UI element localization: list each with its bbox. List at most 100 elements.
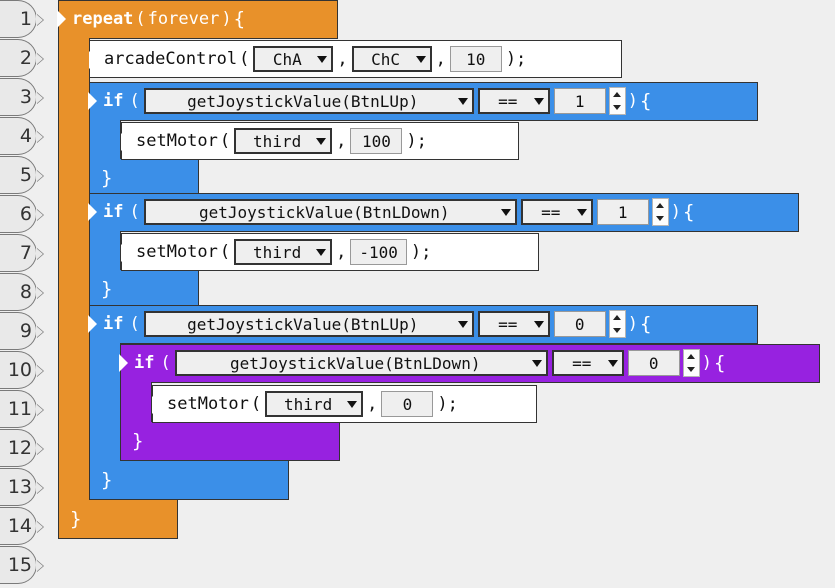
set-motor-open-paren-3: ( bbox=[250, 394, 262, 414]
block-notch-3 bbox=[88, 92, 97, 110]
repeat-arg[interactable]: forever bbox=[147, 9, 220, 29]
line-number-6: 6 bbox=[0, 195, 43, 233]
if-compare-stepper-1[interactable] bbox=[608, 87, 626, 115]
nested-if-header-row[interactable]: if ( getJoystickValue(BtnLDown) == 0 ) { bbox=[119, 344, 725, 382]
if-block-3-close[interactable] bbox=[89, 461, 289, 500]
if-close-paren-2: ) bbox=[670, 202, 681, 222]
repeat-header-row[interactable]: repeat ( forever ) { bbox=[57, 0, 245, 38]
line-number-1: 1 bbox=[0, 0, 43, 38]
set-motor-close-3: ); bbox=[437, 394, 458, 414]
if-compare-stepper-3[interactable] bbox=[608, 310, 626, 338]
if-header-row-2[interactable]: if ( getJoystickValue(BtnLDown) == 1 ) { bbox=[88, 193, 695, 231]
stepper-up-4[interactable] bbox=[684, 350, 699, 363]
line-number-label: 4 bbox=[19, 125, 32, 147]
set-motor-name-2: setMotor bbox=[136, 242, 218, 262]
if-close-brace-row-3: } bbox=[89, 461, 112, 499]
nested-if-open-paren: ( bbox=[160, 353, 171, 373]
if-open-brace-2: { bbox=[682, 201, 695, 223]
if-condition-select-2[interactable]: getJoystickValue(BtnLDown) bbox=[143, 199, 517, 225]
nested-if-block-close[interactable] bbox=[120, 422, 340, 461]
block-notch-6 bbox=[88, 203, 97, 221]
if-header-row-1[interactable]: if ( getJoystickValue(BtnLUp) == 1 ) { bbox=[88, 82, 652, 120]
stepper-up-1[interactable] bbox=[610, 88, 625, 101]
line-number-15: 15 bbox=[0, 546, 43, 584]
if-block-3-spine[interactable] bbox=[89, 343, 121, 462]
if-block-1-close[interactable] bbox=[89, 159, 199, 198]
line-number-11: 11 bbox=[0, 390, 43, 428]
line-number-7: 7 bbox=[0, 234, 43, 272]
stepper-up-3[interactable] bbox=[610, 311, 625, 324]
line-number-nub bbox=[36, 326, 43, 338]
set-motor-power-input-2[interactable]: -100 bbox=[350, 239, 407, 265]
line-number-nub bbox=[36, 443, 43, 455]
stepper-down-1[interactable] bbox=[610, 101, 625, 114]
arcade-control-statement[interactable]: arcadeControl ( ChA , ChC , 10 ); bbox=[89, 40, 622, 78]
line-number-label: 13 bbox=[7, 476, 32, 498]
if-close-brace-2: } bbox=[101, 278, 113, 300]
repeat-close-paren: ) bbox=[221, 9, 232, 29]
if-operator-value-2: == bbox=[541, 202, 561, 222]
set-motor-port-select-2[interactable]: third bbox=[234, 239, 333, 265]
arcade-deadband-input[interactable]: 10 bbox=[449, 46, 502, 72]
block-notch-2 bbox=[89, 51, 98, 69]
if-condition-value-1: getJoystickValue(BtnLUp) bbox=[187, 91, 419, 111]
line-number-nub bbox=[36, 287, 43, 299]
if-operator-select-2[interactable]: == bbox=[520, 199, 593, 225]
nested-if-close-paren: ) bbox=[701, 353, 712, 373]
if-header-row-3[interactable]: if ( getJoystickValue(BtnLUp) == 0 ) { bbox=[88, 305, 652, 343]
set-motor-statement-3[interactable]: setMotor ( third , 0 ); bbox=[152, 385, 537, 423]
set-motor-port-select-1[interactable]: third bbox=[234, 128, 333, 154]
line-number-13: 13 bbox=[0, 468, 43, 506]
stepper-down-2[interactable] bbox=[653, 212, 668, 225]
line-number-nub bbox=[36, 209, 43, 221]
if-condition-value-2: getJoystickValue(BtnLDown) bbox=[199, 202, 450, 222]
nested-if-close-brace-row: } bbox=[120, 422, 143, 460]
if-compare-input-1[interactable]: 1 bbox=[553, 88, 606, 114]
repeat-forever-close-block[interactable] bbox=[58, 500, 178, 539]
if-open-paren-1: ( bbox=[129, 91, 140, 111]
arcade-control-name: arcadeControl bbox=[104, 49, 238, 69]
line-number-label: 15 bbox=[7, 554, 32, 576]
arcade-comma-2: , bbox=[435, 49, 446, 69]
repeat-forever-block[interactable] bbox=[58, 0, 338, 39]
if-compare-input-3[interactable]: 0 bbox=[553, 311, 606, 337]
if-close-paren-1: ) bbox=[627, 91, 638, 111]
arcade-channel-a-select[interactable]: ChA bbox=[253, 46, 334, 72]
if-block-2-spine[interactable] bbox=[89, 231, 121, 271]
stepper-down-3[interactable] bbox=[610, 324, 625, 337]
nested-if-compare-input[interactable]: 0 bbox=[627, 350, 680, 376]
if-operator-select-3[interactable]: == bbox=[477, 311, 550, 337]
nested-if-keyword: if bbox=[134, 353, 155, 373]
nested-if-condition-value: getJoystickValue(BtnLDown) bbox=[230, 353, 481, 373]
repeat-forever-body-spine[interactable] bbox=[58, 38, 90, 501]
if-condition-select-3[interactable]: getJoystickValue(BtnLUp) bbox=[143, 311, 474, 337]
if-compare-input-2[interactable]: 1 bbox=[596, 199, 649, 225]
if-open-brace-3: { bbox=[639, 313, 652, 335]
if-compare-stepper-2[interactable] bbox=[651, 198, 669, 226]
set-motor-port-value-2: third bbox=[253, 242, 302, 262]
nested-if-block-spine[interactable] bbox=[120, 382, 152, 423]
set-motor-power-input-3[interactable]: 0 bbox=[381, 391, 434, 417]
set-motor-power-input-1[interactable]: 100 bbox=[350, 128, 403, 154]
if-block-1-spine[interactable] bbox=[89, 120, 121, 160]
if-close-brace-3: } bbox=[101, 469, 113, 491]
arcade-channel-c-select[interactable]: ChC bbox=[351, 46, 432, 72]
nested-if-condition-select[interactable]: getJoystickValue(BtnLDown) bbox=[174, 350, 548, 376]
stepper-up-2[interactable] bbox=[653, 199, 668, 212]
chevron-down-icon bbox=[316, 137, 327, 145]
if-operator-value-1: == bbox=[498, 91, 518, 111]
set-motor-statement-2[interactable]: setMotor ( third , -100 ); bbox=[121, 233, 539, 271]
repeat-close-brace: } bbox=[70, 508, 82, 530]
line-number-nub bbox=[36, 14, 43, 26]
nested-if-compare-stepper[interactable] bbox=[682, 349, 700, 377]
if-operator-select-1[interactable]: == bbox=[477, 88, 550, 114]
set-motor-port-select-3[interactable]: third bbox=[265, 391, 364, 417]
set-motor-comma-3: , bbox=[367, 394, 378, 414]
nested-if-operator-select[interactable]: == bbox=[551, 350, 624, 376]
if-condition-select-1[interactable]: getJoystickValue(BtnLUp) bbox=[143, 88, 474, 114]
if-open-brace-1: { bbox=[639, 90, 652, 112]
set-motor-statement-1[interactable]: setMotor ( third , 100 ); bbox=[121, 122, 519, 160]
line-number-label: 6 bbox=[19, 203, 32, 225]
stepper-down-4[interactable] bbox=[684, 363, 699, 376]
